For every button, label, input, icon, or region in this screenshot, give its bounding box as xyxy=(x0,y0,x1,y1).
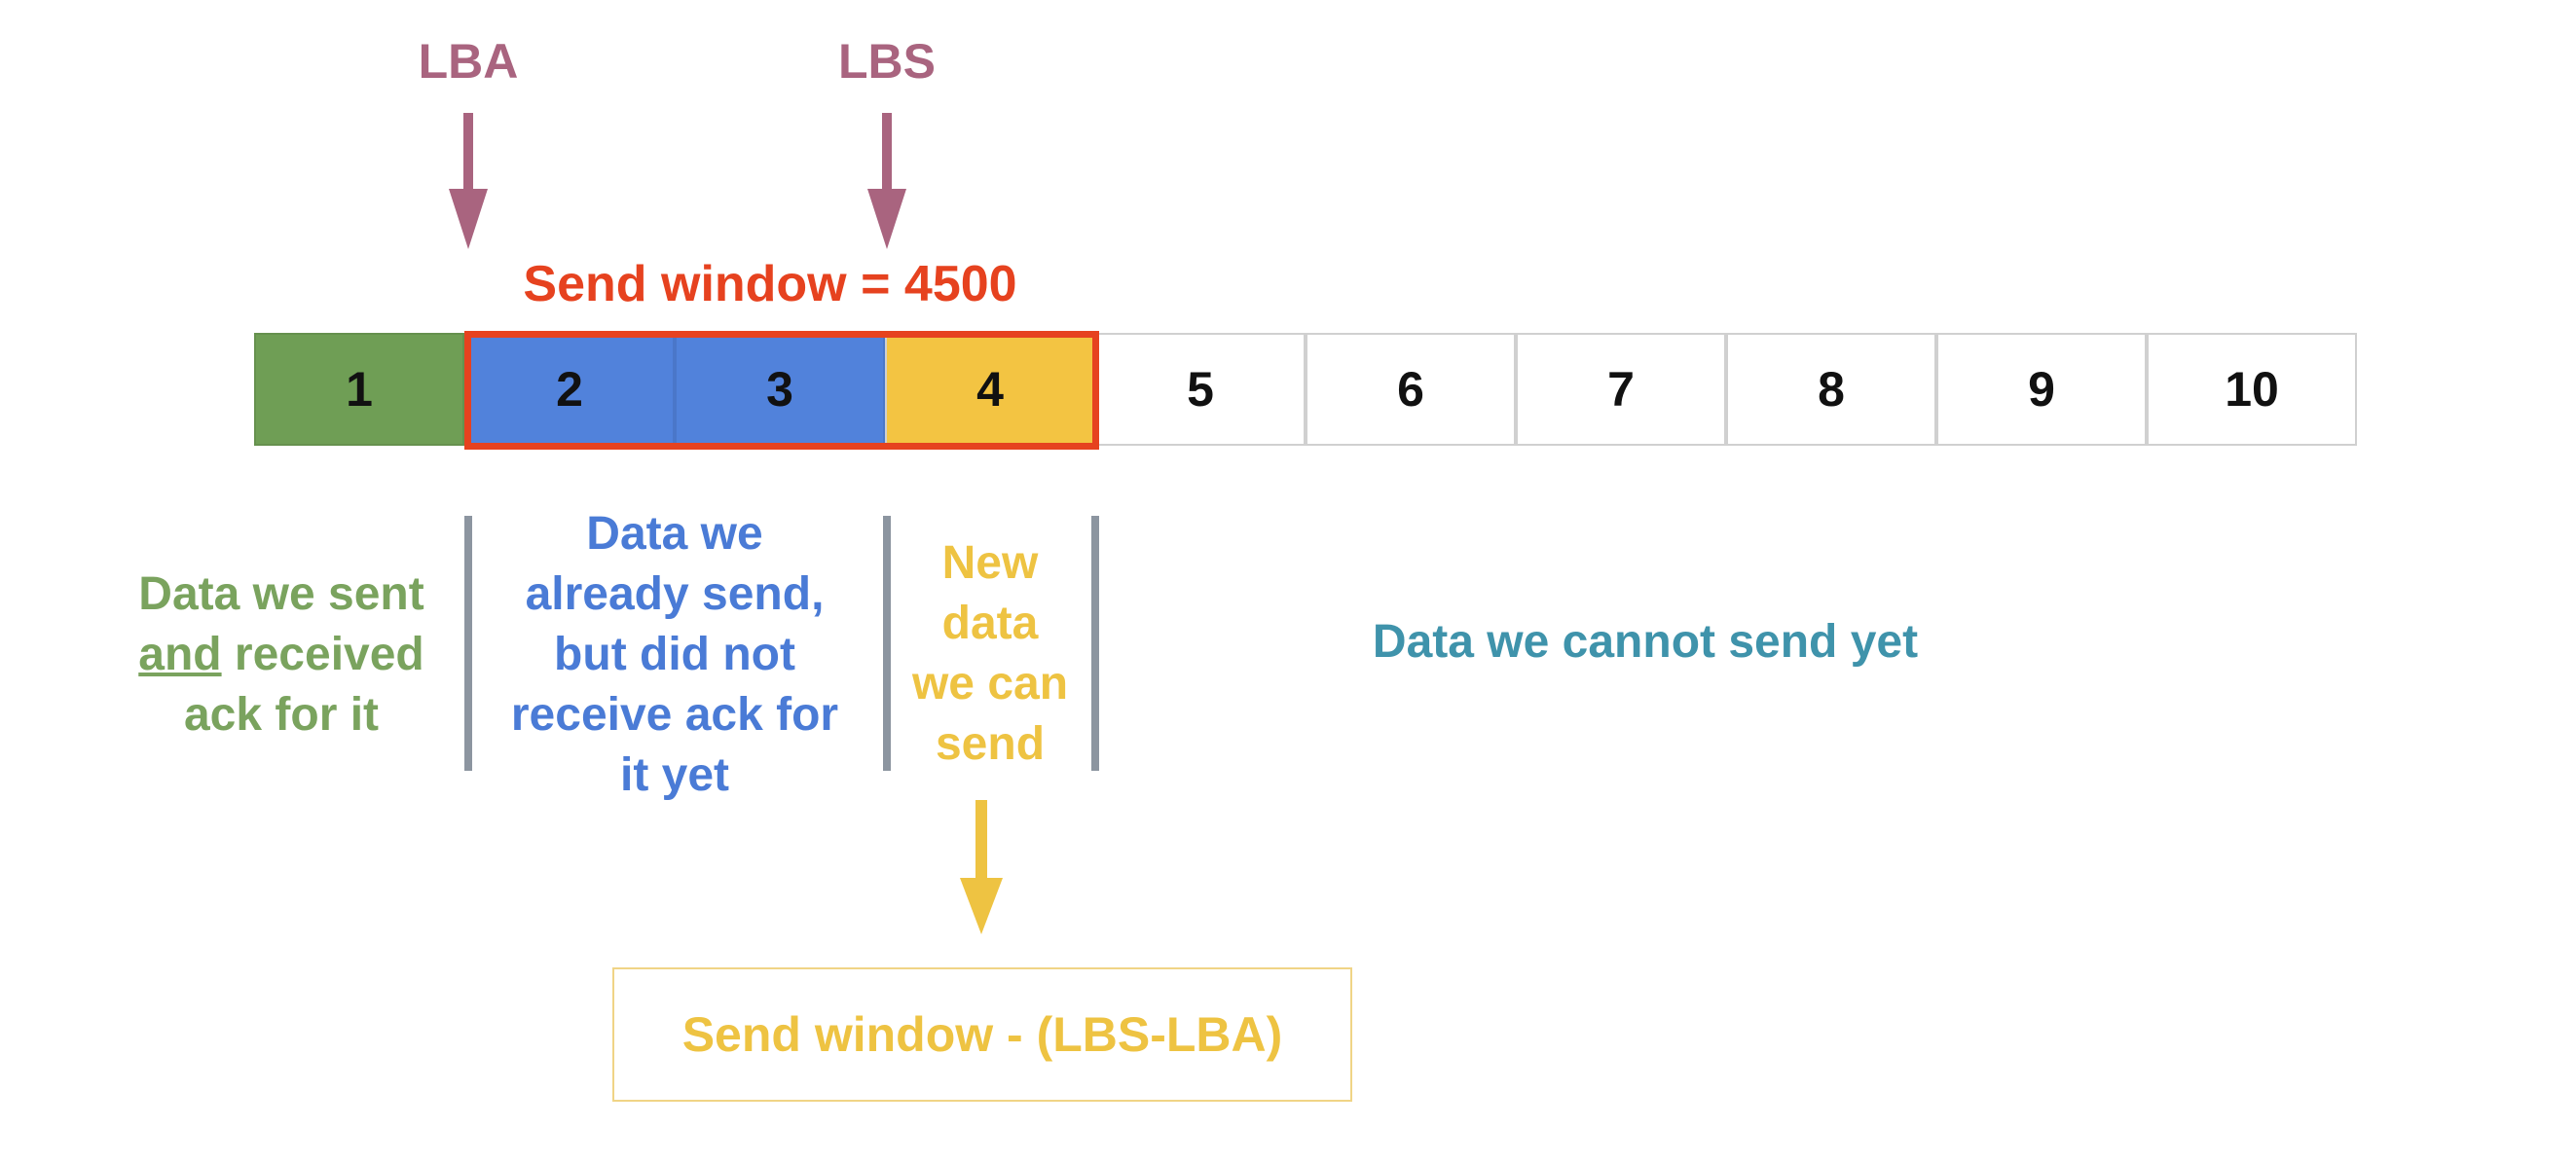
segment-cell-8: 8 xyxy=(1726,333,1936,446)
acked-line-2-rest: received xyxy=(221,629,424,680)
acked-emphasis: and xyxy=(138,629,222,680)
can-send-line-4: send xyxy=(935,718,1046,770)
lba-label: LBA xyxy=(418,34,519,89)
divider-lba xyxy=(464,516,472,771)
segment-cell-9: 9 xyxy=(1936,333,2147,446)
can-send-line-2: data xyxy=(941,598,1039,649)
segment-cell-7: 7 xyxy=(1516,333,1726,446)
segment-cell-4: 4 xyxy=(885,333,1095,446)
segment-cell-1: 1 xyxy=(254,333,464,446)
formula-arrow xyxy=(960,800,1003,934)
in-flight-line-3: but did not xyxy=(554,629,795,680)
can-send-line-1: New xyxy=(941,537,1039,589)
cannot-send-text: Data we cannot send yet xyxy=(1372,616,1919,668)
in-flight-description: Data we already send, but did not receiv… xyxy=(477,504,872,806)
send-window-outline xyxy=(464,331,1099,450)
segment-cell-6: 6 xyxy=(1306,333,1516,446)
can-send-description: New data we can send xyxy=(893,533,1087,775)
in-flight-line-1: Data we xyxy=(586,508,763,560)
acked-description: Data we sent and received ack for it xyxy=(101,564,461,746)
in-flight-line-2: already send, xyxy=(525,568,825,620)
segment-cell-5: 5 xyxy=(1095,333,1306,446)
lbs-label: LBS xyxy=(838,34,936,89)
segment-cell-3: 3 xyxy=(675,333,885,446)
cannot-send-description: Data we cannot send yet xyxy=(1266,612,2025,673)
acked-line-1: Data we sent xyxy=(138,568,424,620)
acked-line-3: ack for it xyxy=(183,689,380,741)
divider-window-end xyxy=(1091,516,1099,771)
can-send-line-3: we can xyxy=(911,658,1069,709)
segment-cell-10: 10 xyxy=(2147,333,2357,446)
formula-box: Send window - (LBS-LBA) xyxy=(612,967,1352,1102)
in-flight-line-4: receive ack for xyxy=(510,689,839,741)
acked-line-2: and received xyxy=(101,625,461,685)
send-window-title: Send window = 4500 xyxy=(523,256,1017,312)
lba-arrow xyxy=(449,113,488,249)
divider-lbs xyxy=(883,516,891,771)
in-flight-line-5: it yet xyxy=(619,749,730,801)
lbs-arrow xyxy=(867,113,906,249)
